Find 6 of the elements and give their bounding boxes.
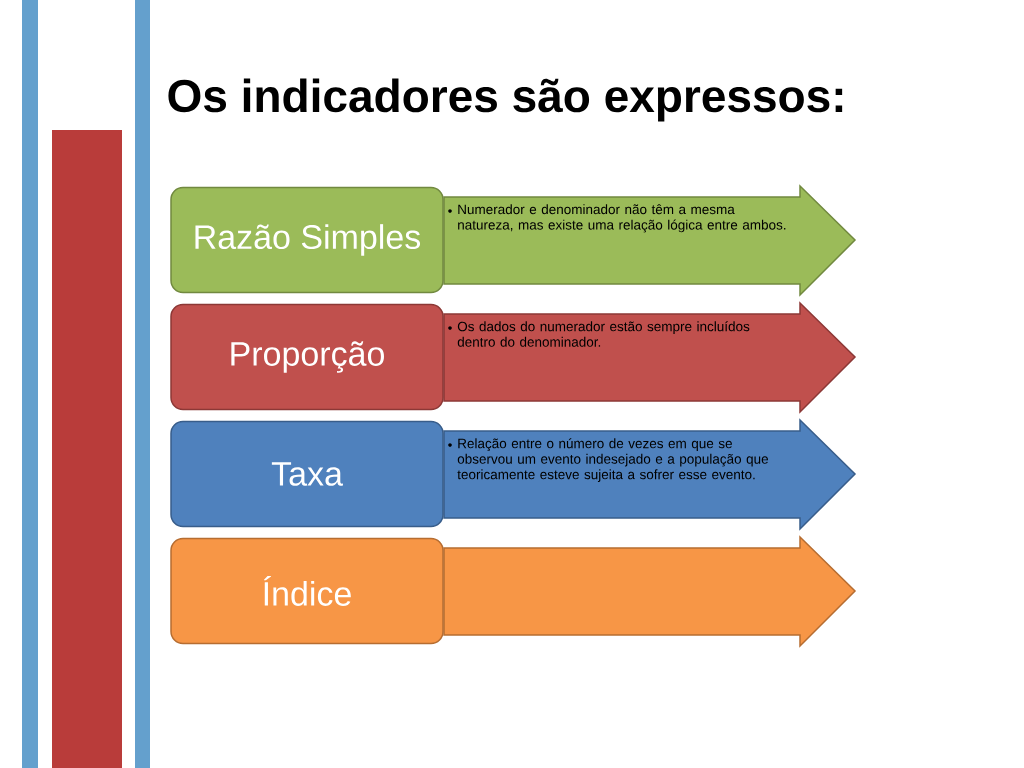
title: Os indicadores são expressos: [168,78,843,122]
label-box: Razão Simples [170,186,444,294]
label-box: Proporção [170,303,444,411]
label-box: Índice [170,537,444,645]
arrow-shape [443,535,857,648]
label-box: Taxa [170,420,444,528]
